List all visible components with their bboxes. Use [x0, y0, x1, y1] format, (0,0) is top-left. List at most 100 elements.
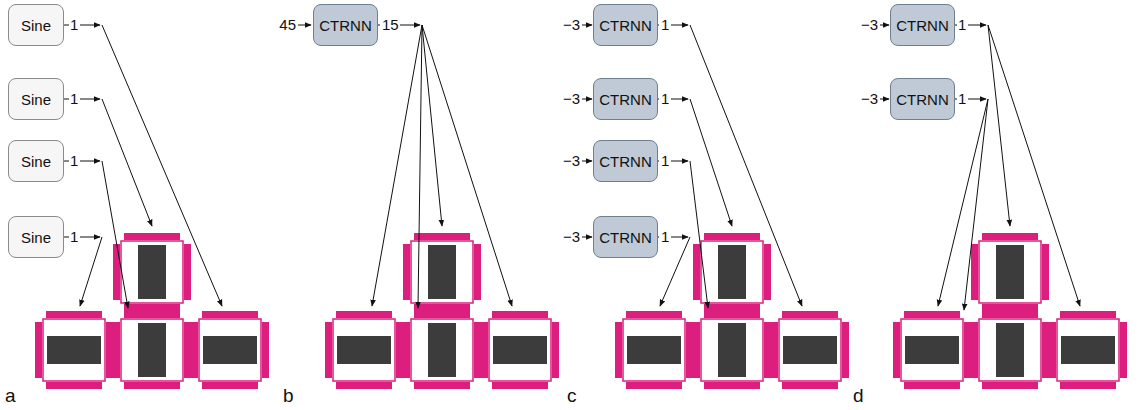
module [191, 311, 269, 389]
signal-arrows [64, 25, 1080, 310]
sine-box: Sine [8, 140, 64, 182]
arrow [968, 99, 986, 100]
ctrnn-box: CTRNN [593, 216, 658, 258]
arrow [80, 99, 100, 100]
arrow [80, 237, 102, 306]
arrow [400, 25, 420, 26]
signal-value: −3 [861, 91, 878, 108]
ctrnn-box: CTRNN [593, 78, 658, 120]
robot [35, 233, 269, 389]
signal-value: 1 [958, 17, 966, 34]
sine-box: Sine [8, 216, 64, 258]
arrow [880, 25, 889, 26]
module [771, 311, 849, 389]
arrow [582, 99, 592, 100]
module [971, 311, 1049, 389]
signal-value: 45 [279, 17, 296, 34]
wire [64, 25, 69, 26]
signal-value: 1 [661, 91, 669, 108]
arrow [372, 25, 422, 306]
arrow [671, 237, 688, 238]
ctrnn-box: CTRNN [593, 140, 658, 182]
module [481, 311, 559, 389]
signal-value: −3 [563, 153, 580, 170]
arrow [671, 161, 688, 162]
signal-value: 1 [661, 153, 669, 170]
arrow [102, 99, 152, 226]
signal-value: 1 [661, 17, 669, 34]
box-label: Sine [21, 17, 51, 34]
panel-letter: a [5, 386, 16, 407]
arrow [671, 25, 688, 26]
panel-letter: d [853, 386, 864, 407]
module [113, 311, 191, 389]
signal-value: 1 [958, 91, 966, 108]
module [403, 311, 481, 389]
signal-value: −3 [563, 17, 580, 34]
arrow [988, 25, 1010, 226]
module [325, 311, 403, 389]
ctrnn-box: CTRNN [890, 4, 955, 46]
wire [64, 99, 69, 100]
module [893, 311, 971, 389]
signal-value: −3 [563, 229, 580, 246]
signal-value: 1 [70, 17, 78, 34]
module [693, 311, 771, 389]
box-label: CTRNN [599, 91, 652, 108]
wire [64, 161, 69, 162]
box-label: Sine [21, 153, 51, 170]
arrow [968, 25, 986, 26]
arrow [418, 25, 422, 308]
signal-value: 1 [70, 153, 78, 170]
arrow [582, 237, 592, 238]
ctrnn-box: CTRNN [890, 78, 955, 120]
panel-letter: c [567, 386, 577, 407]
arrow [80, 161, 100, 162]
arrow [988, 25, 1080, 306]
arrow [582, 25, 592, 26]
arrow [690, 25, 802, 306]
robot [325, 233, 559, 389]
arrow [660, 237, 690, 306]
sine-box: Sine [8, 78, 64, 120]
signal-value: 15 [382, 17, 399, 34]
arrow [102, 161, 128, 308]
arrow [938, 99, 988, 306]
box-label: CTRNN [599, 229, 652, 246]
arrow [671, 99, 688, 100]
box-label: CTRNN [319, 17, 372, 34]
arrow [80, 25, 100, 26]
module [35, 311, 113, 389]
ctrnn-box: CTRNN [593, 4, 658, 46]
ctrnn-box: CTRNN [313, 4, 378, 46]
panel-letter: b [283, 386, 294, 407]
signal-value: −3 [563, 91, 580, 108]
wire [64, 237, 69, 238]
signal-value: 1 [70, 91, 78, 108]
arrow [964, 99, 988, 310]
arrow [582, 161, 592, 162]
signal-value: 1 [661, 229, 669, 246]
box-label: CTRNN [599, 153, 652, 170]
module [971, 233, 1049, 311]
arrow [690, 99, 732, 226]
module [113, 233, 191, 311]
arrow [298, 25, 311, 26]
module [693, 233, 771, 311]
sine-box: Sine [8, 4, 64, 46]
box-label: Sine [21, 91, 51, 108]
arrow [422, 25, 512, 306]
module [615, 311, 693, 389]
arrow [80, 237, 100, 238]
signal-value: 1 [70, 229, 78, 246]
module [403, 233, 481, 311]
box-label: CTRNN [896, 17, 949, 34]
module [1049, 311, 1127, 389]
box-label: CTRNN [599, 17, 652, 34]
signal-value: −3 [861, 17, 878, 34]
robot [893, 233, 1127, 389]
box-label: Sine [21, 229, 51, 246]
arrow [690, 161, 708, 308]
arrow [880, 99, 889, 100]
